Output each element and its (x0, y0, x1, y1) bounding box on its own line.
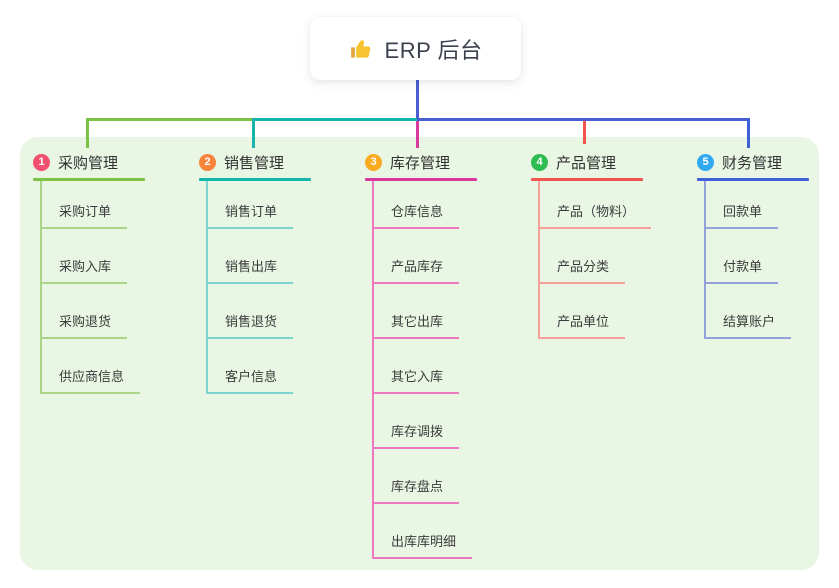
branch-label: 库存管理 (390, 154, 451, 172)
child-node[interactable]: 付款单 (706, 229, 839, 284)
drop-line-inventory (416, 121, 419, 148)
child-node[interactable]: 供应商信息 (42, 339, 193, 394)
child-label: 库存调拨 (374, 421, 460, 449)
child-label: 出库库明细 (374, 531, 473, 559)
branch-label: 产品管理 (556, 154, 617, 172)
child-node[interactable]: 客户信息 (208, 339, 359, 394)
branch-badge: 2 (199, 153, 216, 171)
drop-line-purchase (86, 118, 89, 148)
child-node[interactable]: 回款单 (706, 181, 839, 229)
branch-children: 采购订单 采购入库 采购退货 供应商信息 (40, 181, 193, 394)
branch-underline (531, 178, 643, 181)
child-node[interactable]: 采购订单 (42, 181, 193, 229)
branch-header-inventory[interactable]: 3 库存管理 (365, 150, 525, 174)
child-label: 供应商信息 (42, 366, 141, 394)
branch-children: 回款单 付款单 结算账户 (704, 181, 839, 339)
drop-line-finance (747, 118, 750, 148)
child-label: 采购入库 (42, 256, 128, 284)
child-node[interactable]: 销售出库 (208, 229, 359, 284)
child-label: 产品分类 (540, 256, 626, 284)
root-node[interactable]: ERP 后台 (310, 17, 521, 80)
child-node[interactable]: 产品库存 (374, 229, 525, 284)
child-label: 其它出库 (374, 311, 460, 339)
child-node[interactable]: 其它出库 (374, 284, 525, 339)
child-node[interactable]: 其它入库 (374, 339, 525, 394)
child-label: 销售出库 (208, 256, 294, 284)
bus-segment-finance (417, 118, 750, 121)
bus-segment-purchase (87, 118, 254, 121)
child-label: 产品库存 (374, 256, 460, 284)
child-label: 产品单位 (540, 311, 626, 339)
branch-product: 4 产品管理 产品（物料） 产品分类 产品单位 (531, 150, 691, 339)
root-connector-line (416, 80, 419, 120)
child-label: 付款单 (706, 256, 779, 284)
branch-header-purchase[interactable]: 1 采购管理 (33, 150, 193, 174)
child-label: 仓库信息 (374, 201, 460, 229)
branch-badge: 5 (697, 153, 714, 171)
root-title: ERP 后台 (384, 37, 483, 63)
branch-badge: 4 (531, 153, 548, 171)
branch-label: 财务管理 (722, 154, 783, 172)
branch-children: 产品（物料） 产品分类 产品单位 (538, 181, 691, 339)
child-node[interactable]: 产品分类 (540, 229, 691, 284)
drop-line-sales (252, 118, 255, 148)
child-label: 库存盘点 (374, 476, 460, 504)
child-label: 采购订单 (42, 201, 128, 229)
branch-purchase: 1 采购管理 采购订单 采购入库 采购退货 供应商信息 (33, 150, 193, 394)
child-label: 采购退货 (42, 311, 128, 339)
branch-underline (199, 178, 311, 181)
branch-underline (365, 178, 477, 181)
child-label: 其它入库 (374, 366, 460, 394)
child-node[interactable]: 仓库信息 (374, 181, 525, 229)
child-node[interactable]: 出库库明细 (374, 504, 525, 559)
thumbs-up-icon (349, 36, 375, 62)
branch-sales: 2 销售管理 销售订单 销售出库 销售退货 客户信息 (199, 150, 359, 394)
child-node[interactable]: 销售订单 (208, 181, 359, 229)
branch-finance: 5 财务管理 回款单 付款单 结算账户 (697, 150, 839, 339)
drop-line-product (583, 121, 586, 144)
branch-header-product[interactable]: 4 产品管理 (531, 150, 691, 174)
bus-segment-sales (253, 118, 418, 121)
branch-badge: 1 (33, 153, 50, 171)
branch-header-sales[interactable]: 2 销售管理 (199, 150, 359, 174)
child-node[interactable]: 销售退货 (208, 284, 359, 339)
child-label: 结算账户 (706, 311, 792, 339)
child-node[interactable]: 采购入库 (42, 229, 193, 284)
child-node[interactable]: 库存调拨 (374, 394, 525, 449)
child-node[interactable]: 采购退货 (42, 284, 193, 339)
child-label: 产品（物料） (540, 201, 652, 229)
branch-underline (697, 178, 809, 181)
child-node[interactable]: 库存盘点 (374, 449, 525, 504)
branch-badge: 3 (365, 153, 382, 171)
child-label: 销售订单 (208, 201, 294, 229)
branch-label: 采购管理 (58, 154, 119, 172)
branch-inventory: 3 库存管理 仓库信息 产品库存 其它出库 其它入库 库存调拨 库存盘点 出库库… (365, 150, 525, 559)
branch-children: 仓库信息 产品库存 其它出库 其它入库 库存调拨 库存盘点 出库库明细 (372, 181, 525, 559)
child-label: 销售退货 (208, 311, 294, 339)
child-node[interactable]: 产品（物料） (540, 181, 691, 229)
branch-children: 销售订单 销售出库 销售退货 客户信息 (206, 181, 359, 394)
child-label: 回款单 (706, 201, 779, 229)
branch-underline (33, 178, 145, 181)
canvas-panel (20, 137, 819, 570)
child-label: 客户信息 (208, 366, 294, 394)
branch-header-finance[interactable]: 5 财务管理 (697, 150, 839, 174)
branch-label: 销售管理 (224, 154, 285, 172)
child-node[interactable]: 产品单位 (540, 284, 691, 339)
child-node[interactable]: 结算账户 (706, 284, 839, 339)
